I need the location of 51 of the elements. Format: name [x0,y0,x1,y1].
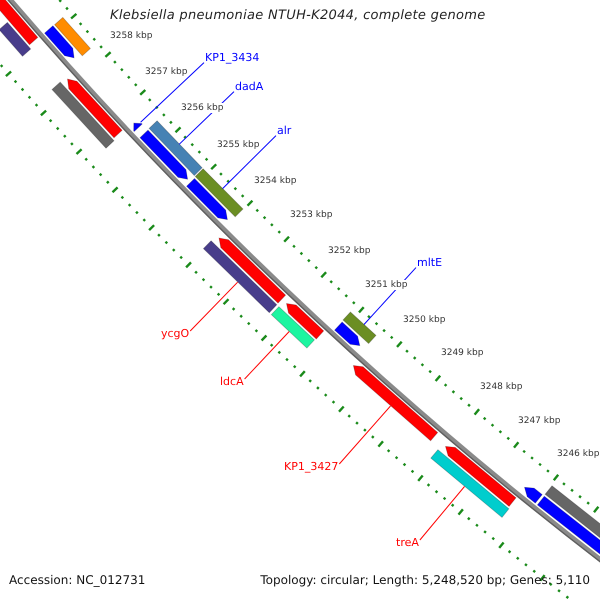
gene-feature-pointed [524,486,543,504]
position-label: 3248 kbp [480,382,522,392]
gene-label: mltE [417,257,442,270]
gene-label: alr [277,125,292,138]
position-label: 3246 kbp [557,449,600,460]
gene-feature-pointed [133,122,143,132]
accession-label: Accession: NC_012731 [9,574,146,588]
position-label: 3258 kbp [110,31,152,42]
gene-feature-pointed [139,130,188,180]
leader-line [338,406,391,464]
leader-line [419,486,465,540]
gene-feature [0,0,38,46]
position-label: 3257 kbp [145,67,188,78]
gene-feature-pointed [218,238,286,304]
gene-feature [148,120,203,176]
position-label: 3254 kbp [254,176,296,186]
position-label: 3247 kbp [518,416,560,426]
genome-summary: Topology: circular; Length: 5,248,520 bp; Genes: 5,110 [260,574,590,588]
gene-label: KP1_3427 [284,461,338,474]
leader-line [244,331,290,380]
gene-label: ldcA [220,376,244,389]
position-label: 3250 kbp [403,315,446,326]
gene-feature [51,82,115,149]
position-label: 3253 kbp [290,210,332,220]
gene-feature [194,168,244,218]
leader-line [190,282,238,332]
gene-feature-pointed [334,321,360,346]
gene-feature [202,240,278,314]
gene-feature-pointed [352,365,438,442]
gene-feature-pointed [186,178,228,220]
gene-label: KP1_3434 [205,52,260,65]
position-label: 3252 kbp [328,246,370,256]
leader-line [222,135,276,190]
gene-feature [54,16,91,56]
gene-feature-pointed [444,446,517,507]
position-label: 3255 kbp [217,140,260,150]
gene-label: ycgO [161,328,190,341]
position-label: 3256 kbp [181,103,224,114]
gene-label: treA [396,537,419,550]
gene-feature [270,306,315,349]
position-label: 3251 kbp [365,280,408,290]
position-label: 3249 kbp [441,348,484,358]
leader-line [140,62,204,123]
gene-feature [430,449,510,518]
gene-label: dadA [235,81,264,94]
gene-feature-pointed [286,303,324,340]
gene-feature [0,22,32,57]
map-title: Klebsiella pneumoniae NTUH-K2044, complete genome [110,9,486,24]
gene-feature-pointed [67,78,123,138]
gene-feature-pointed [44,25,75,58]
gene-feature [342,311,377,344]
